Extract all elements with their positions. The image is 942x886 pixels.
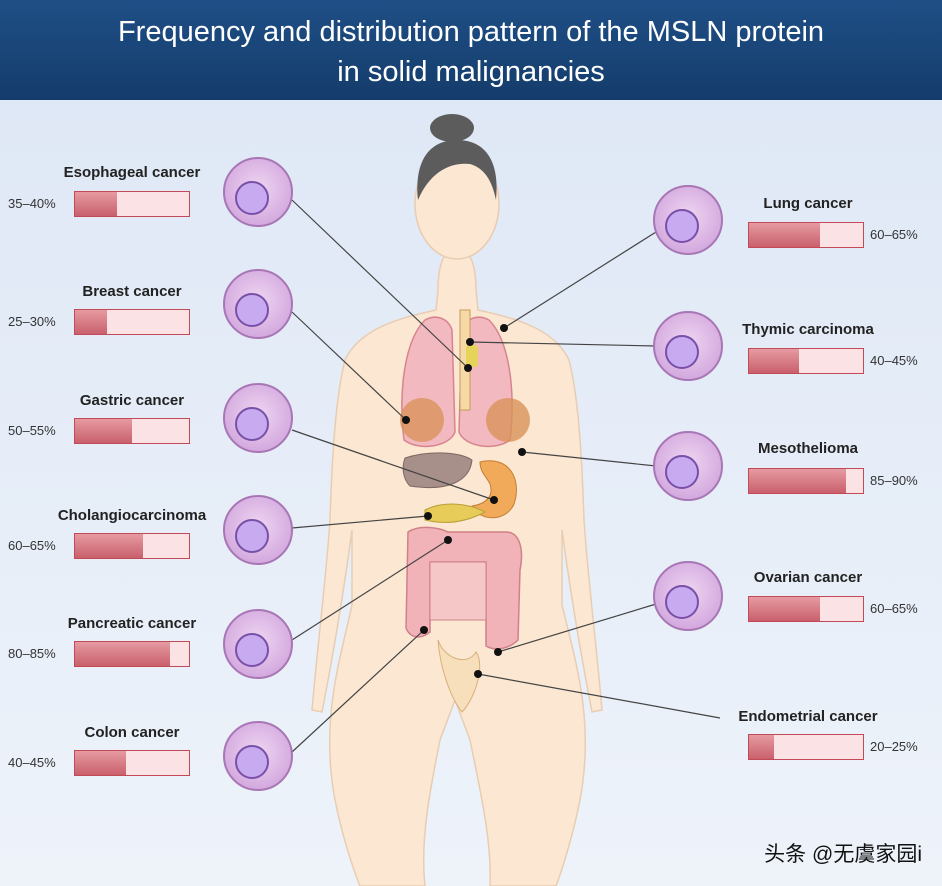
diagram-area: Esophageal cancer 35–40% Breast cancer 2…	[0, 100, 942, 886]
bar-fill	[75, 419, 132, 443]
connector-lines	[291, 199, 721, 753]
bar-fill	[75, 642, 170, 666]
bar-fill	[75, 534, 144, 558]
title-line-1: Frequency and distribution pattern of th…	[117, 16, 825, 48]
percent-endometrial: 20–25%	[870, 739, 918, 754]
cell-cholangio	[223, 495, 293, 565]
bar-gastric	[74, 418, 190, 444]
bar-colon	[74, 750, 190, 776]
organs	[400, 309, 530, 713]
percent-cholangio: 60–65%	[8, 538, 56, 553]
watermark: 头条 @无虞家园i	[764, 843, 922, 866]
cell-ovarian	[653, 561, 723, 631]
bar-fill	[749, 597, 820, 621]
bar-thymic	[748, 348, 864, 374]
title-banner: Frequency and distribution pattern of th…	[0, 0, 942, 100]
bar-fill	[749, 223, 820, 247]
percent-pancreatic: 80–85%	[8, 646, 56, 661]
bar-esophageal	[74, 191, 190, 217]
bar-cholangio	[74, 533, 190, 559]
connector-dots	[402, 324, 526, 678]
bar-fill	[749, 349, 800, 373]
bar-fill	[75, 310, 107, 334]
percent-esophageal: 35–40%	[8, 196, 56, 211]
cell-colon	[223, 721, 293, 791]
cell-pancreatic	[223, 609, 293, 679]
label-lung: Lung cancer	[763, 195, 853, 212]
bar-fill	[75, 751, 127, 775]
percent-mesothelioma: 85–90%	[870, 473, 918, 488]
label-colon: Colon cancer	[84, 724, 180, 741]
bar-endometrial	[748, 734, 864, 760]
cell-gastric	[223, 383, 293, 453]
bar-mesothelioma	[748, 468, 864, 494]
label-ovarian: Ovarian cancer	[753, 569, 863, 586]
bar-fill	[749, 469, 846, 493]
cell-breast	[223, 269, 293, 339]
percent-gastric: 50–55%	[8, 423, 56, 438]
bar-breast	[74, 309, 190, 335]
percent-colon: 40–45%	[8, 755, 56, 770]
bar-ovarian	[748, 596, 864, 622]
percent-lung: 60–65%	[870, 227, 918, 242]
percent-breast: 25–30%	[8, 314, 56, 329]
cell-mesothelioma	[653, 431, 723, 501]
label-endometrial: Endometrial cancer	[738, 708, 878, 725]
head	[414, 114, 500, 260]
cell-thymic	[653, 311, 723, 381]
bar-fill	[749, 735, 775, 759]
label-mesothelioma: Mesothelioma	[757, 440, 859, 457]
label-cholangio: Cholangiocarcinoma	[57, 507, 207, 524]
label-gastric: Gastric cancer	[79, 392, 185, 409]
bar-pancreatic	[74, 641, 190, 667]
percent-ovarian: 60–65%	[870, 601, 918, 616]
cell-lung	[653, 185, 723, 255]
label-thymic: Thymic carcinoma	[742, 321, 874, 338]
cell-esophageal	[223, 157, 293, 227]
title-line-2: in solid malignancies	[337, 56, 605, 88]
percent-thymic: 40–45%	[870, 353, 918, 368]
label-esophageal: Esophageal cancer	[63, 164, 201, 181]
bar-lung	[748, 222, 864, 248]
label-pancreatic: Pancreatic cancer	[67, 615, 197, 632]
body-figure	[223, 114, 723, 886]
bar-fill	[75, 192, 118, 216]
label-breast: Breast cancer	[82, 283, 182, 300]
